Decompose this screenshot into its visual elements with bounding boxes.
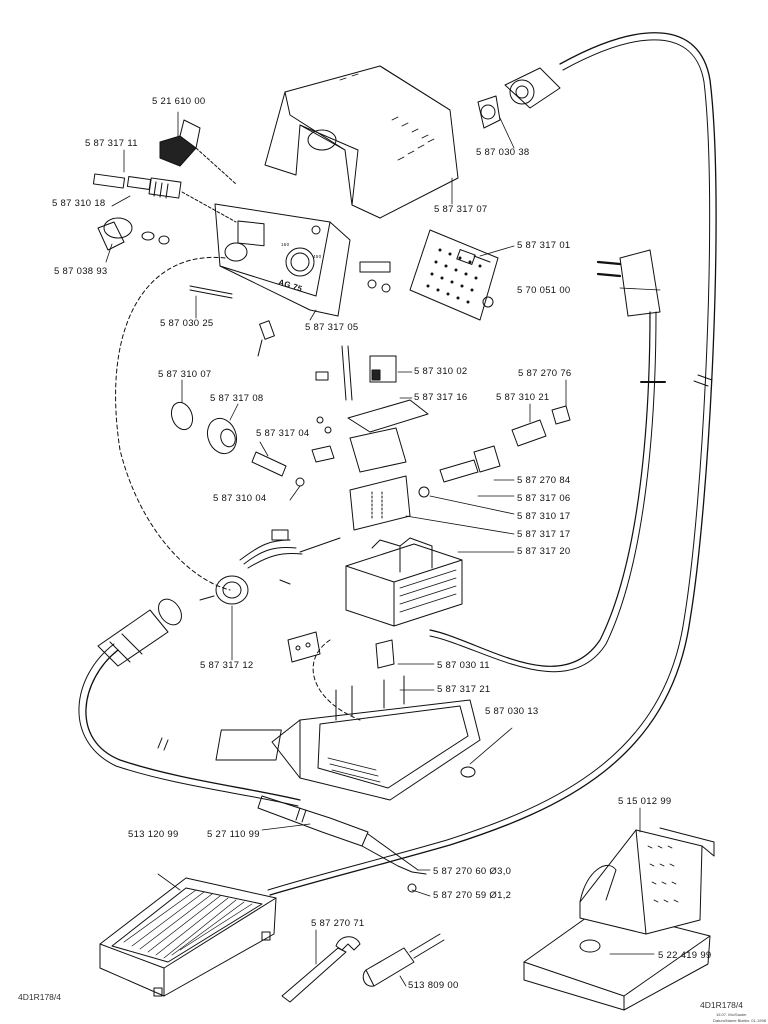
- temperature-knob: [170, 401, 305, 487]
- revision-note: 15.07. Mo/Sauter: [716, 1012, 747, 1017]
- power-cord: [429, 311, 666, 673]
- iron-stand: [523, 827, 715, 1011]
- panel-scale-high: 450: [313, 254, 322, 259]
- wrench: [281, 936, 361, 1003]
- transformer: [345, 537, 463, 627]
- part-label: 5 87 270 84: [517, 475, 571, 486]
- part-label: 5 87 317 11: [85, 138, 138, 149]
- terminal-block: [287, 631, 395, 669]
- leader-lines: [105, 111, 661, 987]
- part-label: 5 87 317 20: [517, 546, 571, 557]
- part-label: 5 87 317 06: [517, 493, 571, 504]
- mains-cable: [267, 32, 717, 896]
- part-label: 5 87 310 04: [213, 493, 267, 504]
- base-plate: [215, 675, 481, 801]
- part-label: 5 87 038 93: [54, 266, 108, 277]
- soldering-iron: [257, 795, 427, 893]
- fuse-holder: [92, 173, 237, 223]
- part-label: 5 87 030 11: [437, 660, 490, 671]
- part-label: 5 87 317 16: [414, 392, 468, 403]
- part-label: 5 87 317 04: [256, 428, 310, 439]
- part-label: 5 87 270 59 Ø1,2: [433, 890, 512, 901]
- part-label: 5 87 030 13: [485, 706, 539, 717]
- part-label: 513 809 00: [408, 980, 459, 991]
- part-label: 5 87 317 01: [517, 240, 571, 251]
- iron-socket: [199, 529, 341, 605]
- part-label: 5 87 270 76: [518, 368, 572, 379]
- screwdriver: [362, 933, 445, 987]
- part-label: 5 87 310 21: [496, 392, 550, 403]
- part-label: 513 120 99: [128, 829, 179, 840]
- part-label: 5 87 310 07: [158, 369, 212, 380]
- part-label: 5 87 317 07: [434, 204, 488, 215]
- part-label: 5 22 419 99: [658, 950, 712, 961]
- foot-pedal: [99, 877, 277, 997]
- part-label: 5 87 317 17: [517, 529, 571, 540]
- part-label: 5 87 030 38: [476, 147, 530, 158]
- iron-plug: [97, 598, 182, 667]
- part-label: 5 87 310 18: [52, 198, 106, 209]
- drawing-number-right: 4D1R178/4: [700, 1000, 744, 1010]
- part-label: 5 87 030 25: [160, 318, 214, 329]
- center-assembly: [311, 345, 429, 531]
- revision-note: Datum/Name Blattnr. 01-1998: [713, 1018, 766, 1023]
- cable-connector: [477, 67, 561, 129]
- part-label: 5 87 310 17: [517, 511, 571, 522]
- part-label: 5 15 012 99: [618, 796, 672, 807]
- heater-connector: [418, 405, 571, 498]
- part-label: 5 27 110 99: [207, 829, 260, 840]
- screw-and-spacer: [189, 261, 494, 357]
- front-panel: [214, 203, 351, 317]
- panel-scale-low: 150: [281, 242, 290, 247]
- circuit-board: [409, 229, 499, 321]
- mains-plug: [596, 249, 661, 317]
- part-label: 5 87 317 21: [437, 684, 491, 695]
- part-label: 5 87 317 05: [305, 322, 359, 333]
- rocker-switch: [159, 119, 237, 185]
- part-label: 5 87 270 60 Ø3,0: [433, 866, 512, 877]
- part-label: 5 87 317 08: [210, 393, 264, 404]
- soldering-iron-cable: [78, 643, 301, 807]
- housing-cover: [264, 65, 459, 219]
- part-label: 5 87 317 12: [200, 660, 254, 671]
- part-label: 5 87 270 71: [311, 918, 365, 929]
- part-label: 5 87 310 02: [414, 366, 468, 377]
- part-label: 5 70 051 00: [517, 285, 571, 296]
- part-label: 5 21 610 00: [152, 96, 206, 107]
- wiring-path: [115, 256, 361, 721]
- knob-and-nut: [97, 217, 170, 251]
- drawing-number-left: 4D1R178/4: [18, 992, 62, 1002]
